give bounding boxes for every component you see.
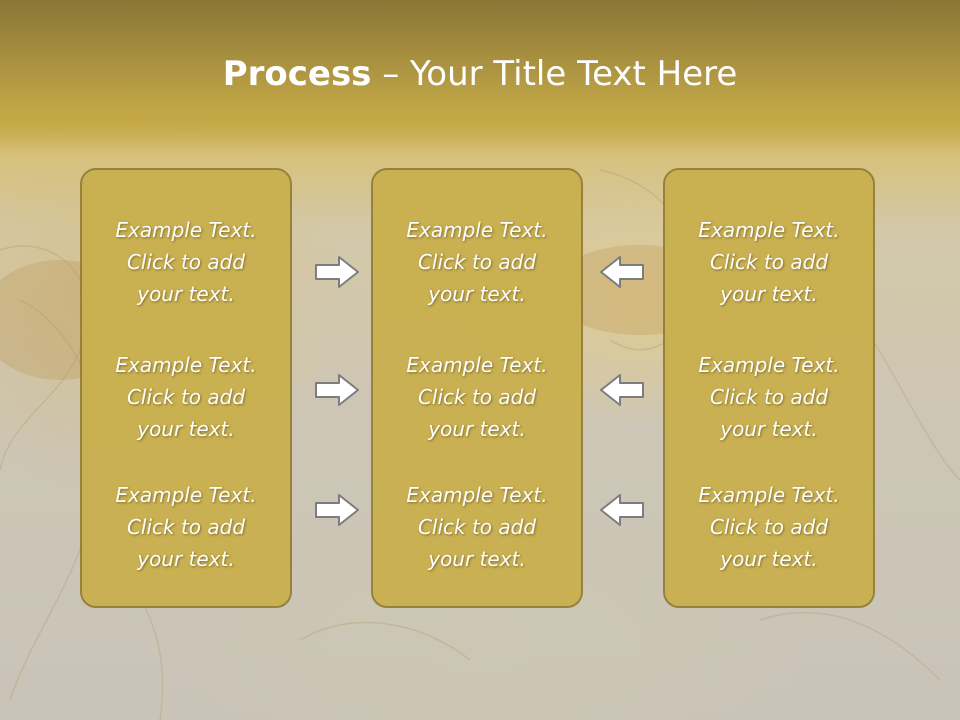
- text-line: Example Text.: [115, 353, 257, 377]
- text-line: Click to add: [126, 250, 246, 274]
- right-arrow-icon[interactable]: [313, 372, 361, 408]
- text-line: Example Text.: [406, 483, 548, 507]
- text-line: Example Text.: [406, 218, 548, 242]
- text-line: Example Text.: [115, 218, 257, 242]
- text-line: Click to add: [417, 250, 537, 274]
- text-line: Click to add: [417, 385, 537, 409]
- left-arrow-icon[interactable]: [598, 254, 646, 290]
- text-block[interactable]: Example Text. Click to add your text.: [82, 214, 290, 310]
- title-rest-part: – Your Title Text Here: [371, 54, 738, 94]
- text-line: Example Text.: [406, 353, 548, 377]
- text-block[interactable]: Example Text. Click to add your text.: [665, 349, 873, 445]
- text-line: your text.: [137, 417, 235, 441]
- text-line: Example Text.: [698, 218, 840, 242]
- slide-title[interactable]: Process – Your Title Text Here: [0, 52, 960, 96]
- left-arrow-icon[interactable]: [598, 372, 646, 408]
- right-arrow-icon[interactable]: [313, 492, 361, 528]
- title-band: [0, 0, 960, 150]
- text-line: Click to add: [709, 385, 829, 409]
- center-text-box[interactable]: Example Text. Click to add your text. Ex…: [371, 168, 583, 608]
- text-block[interactable]: Example Text. Click to add your text.: [373, 349, 581, 445]
- text-block[interactable]: Example Text. Click to add your text.: [82, 479, 290, 575]
- text-line: your text.: [428, 547, 526, 571]
- text-block[interactable]: Example Text. Click to add your text.: [665, 214, 873, 310]
- text-block[interactable]: Example Text. Click to add your text.: [373, 479, 581, 575]
- text-line: your text.: [428, 417, 526, 441]
- text-line: your text.: [720, 417, 818, 441]
- text-block[interactable]: Example Text. Click to add your text.: [665, 479, 873, 575]
- text-line: your text.: [137, 547, 235, 571]
- right-arrow-icon[interactable]: [313, 254, 361, 290]
- text-line: Click to add: [417, 515, 537, 539]
- left-arrow-icon[interactable]: [598, 492, 646, 528]
- text-line: your text.: [720, 282, 818, 306]
- text-line: Example Text.: [698, 483, 840, 507]
- text-line: your text.: [720, 547, 818, 571]
- text-line: Click to add: [126, 515, 246, 539]
- text-line: your text.: [137, 282, 235, 306]
- left-text-box[interactable]: Example Text. Click to add your text. Ex…: [80, 168, 292, 608]
- right-text-box[interactable]: Example Text. Click to add your text. Ex…: [663, 168, 875, 608]
- text-line: Click to add: [709, 515, 829, 539]
- text-line: Example Text.: [698, 353, 840, 377]
- text-line: your text.: [428, 282, 526, 306]
- text-line: Click to add: [709, 250, 829, 274]
- title-bold-part: Process: [222, 54, 372, 94]
- text-line: Example Text.: [115, 483, 257, 507]
- text-block[interactable]: Example Text. Click to add your text.: [82, 349, 290, 445]
- text-block[interactable]: Example Text. Click to add your text.: [373, 214, 581, 310]
- text-line: Click to add: [126, 385, 246, 409]
